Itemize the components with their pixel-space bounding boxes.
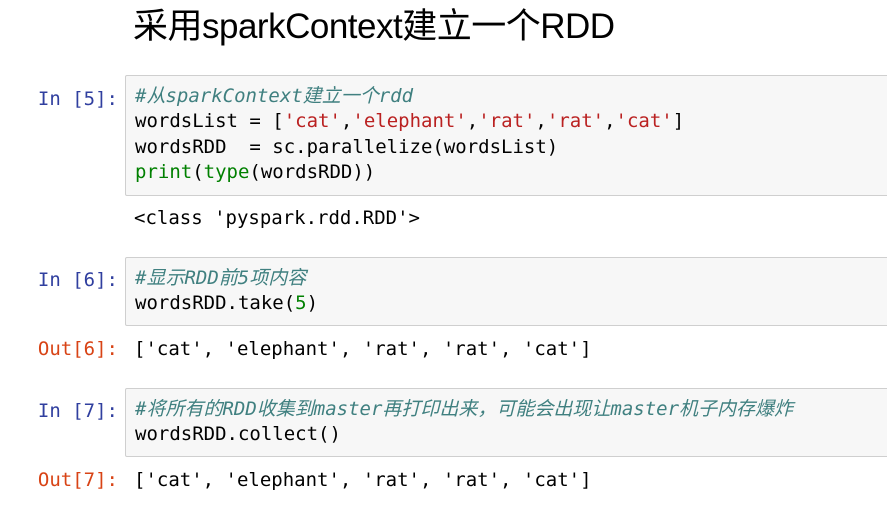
code-line: wordsList = ['cat','elephant','rat','rat…	[135, 109, 887, 134]
code-comment: #从sparkContext建立一个rdd	[135, 85, 414, 107]
code-line: wordsRDD = sc.parallelize(wordsList)	[135, 135, 887, 160]
code-builtin: type	[203, 160, 250, 183]
code-text: (	[192, 160, 204, 183]
code-line: wordsRDD.take(5)	[135, 291, 887, 316]
code-line: #从sparkContext建立一个rdd	[135, 84, 887, 109]
code-string: 'rat'	[546, 110, 605, 133]
code-text: wordsRDD.collect()	[135, 423, 341, 446]
cell-output-7: ['cat', 'elephant', 'rat', 'rat', 'cat']	[134, 469, 592, 491]
code-text: wordsRDD.take(	[135, 292, 296, 315]
in-prompt-7: In [7]:	[37, 400, 118, 422]
code-line: wordsRDD.collect()	[135, 422, 887, 447]
code-cell-5[interactable]: #从sparkContext建立一个rdd wordsList = ['cat'…	[125, 75, 887, 196]
out-prompt-6: Out[6]:	[37, 338, 118, 360]
code-text: wordsList = [	[135, 110, 284, 133]
in-prompt-5: In [5]:	[37, 88, 118, 110]
code-text: wordsRDD = sc.parallelize(wordsList)	[135, 135, 559, 158]
code-cell-7[interactable]: #将所有的RDD收集到master再打印出来，可能会出现让master机子内存爆…	[125, 388, 887, 457]
code-cell-6[interactable]: #显示RDD前5项内容 wordsRDD.take(5)	[125, 257, 887, 326]
code-line: print(type(wordsRDD))	[135, 160, 887, 185]
code-string: 'cat'	[615, 110, 673, 133]
code-text: (wordsRDD))	[249, 160, 376, 183]
cell-output-6: ['cat', 'elephant', 'rat', 'rat', 'cat']	[134, 338, 592, 360]
code-text: ,	[604, 110, 616, 133]
code-text: ,	[535, 110, 547, 133]
code-line: #显示RDD前5项内容	[135, 266, 887, 291]
code-text: ]	[672, 110, 685, 133]
code-string: 'cat'	[283, 110, 341, 133]
code-builtin: print	[135, 160, 193, 183]
markdown-heading: 采用sparkContext建立一个RDD	[133, 7, 615, 46]
code-text: ,	[340, 110, 353, 133]
code-text: ,	[466, 110, 479, 133]
cell-output-5: <class 'pyspark.rdd.RDD'>	[134, 207, 420, 229]
out-prompt-7: Out[7]:	[37, 469, 118, 491]
code-number: 5	[295, 292, 307, 315]
code-comment: #将所有的RDD收集到master再打印出来，可能会出现让master机子内存爆…	[135, 398, 794, 420]
code-line: #将所有的RDD收集到master再打印出来，可能会出现让master机子内存爆…	[135, 397, 887, 422]
code-comment: #显示RDD前5项内容	[135, 267, 307, 289]
code-string: 'rat'	[478, 110, 536, 133]
code-string: 'elephant'	[352, 110, 467, 133]
code-text: )	[306, 292, 319, 315]
in-prompt-6: In [6]:	[37, 269, 118, 291]
